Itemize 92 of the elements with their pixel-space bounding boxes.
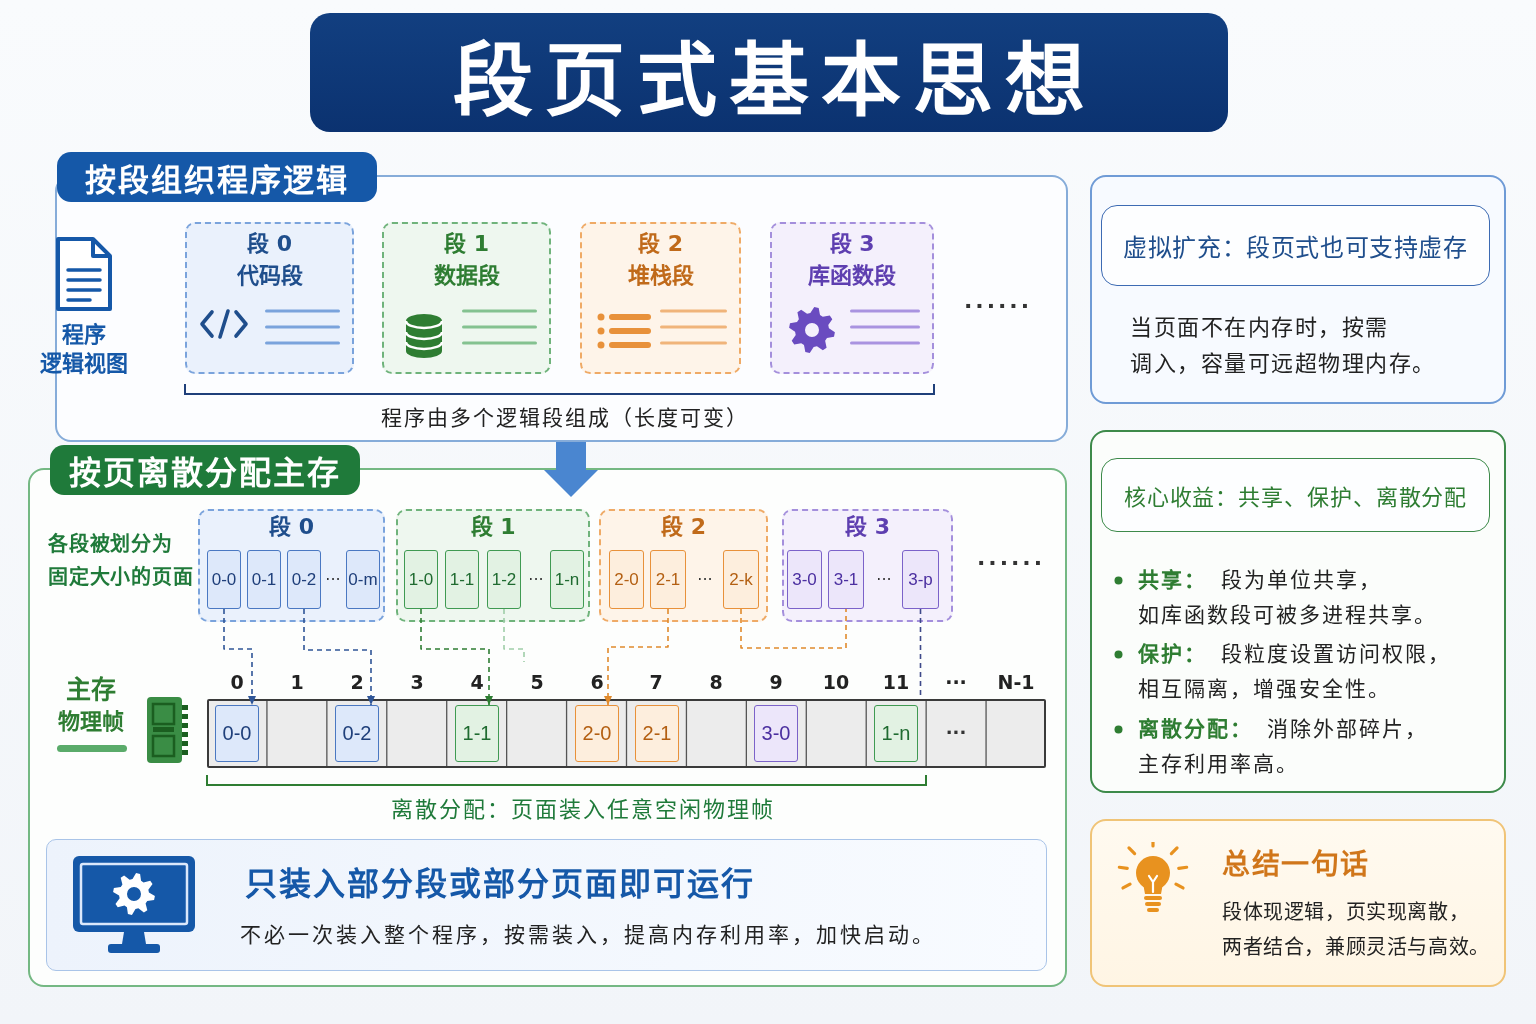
- segment-title: 段 0: [269, 513, 314, 541]
- heading-box: 虚拟扩充：段页式也可支持虚存: [1101, 205, 1490, 286]
- segment-group: [782, 509, 953, 622]
- segment-card: [185, 222, 354, 374]
- ellipsis: ···: [697, 569, 713, 591]
- bullet-text: 保护：段粒度设置访问权限，相互隔离，增强安全性。: [1138, 641, 1452, 703]
- note-text: 各段被划分为固定大小的页面: [48, 531, 194, 591]
- dashed-arrow: [303, 608, 375, 706]
- page-tile: 1-n: [550, 550, 584, 609]
- heading-box: 核心收益：共享、保护、离散分配: [1101, 458, 1490, 532]
- card-heading: 总结一句话: [1222, 847, 1370, 883]
- frame-number: 9: [769, 670, 783, 695]
- card-text: 当页面不在内存时，按需调入，容量可远超物理内存。: [1130, 314, 1436, 378]
- segment-name: 堆栈段: [627, 262, 694, 290]
- page-tile: 1-0: [404, 550, 438, 609]
- dashed-arrow: [604, 608, 669, 706]
- page-tile: 2-1: [635, 705, 679, 762]
- segment-card: [770, 222, 934, 374]
- segment-title: 段 0: [247, 230, 292, 258]
- caption: 离散分配：页面装入任意空闲物理帧: [391, 796, 775, 824]
- segment-group: [198, 509, 385, 622]
- page-tile: 0-1: [247, 550, 281, 609]
- frame-number: 2: [350, 670, 364, 695]
- info-card: [46, 839, 1047, 971]
- page-tile: 1-2: [487, 550, 521, 609]
- frame-number: 10: [822, 670, 850, 695]
- dashed-arrow: [223, 608, 256, 706]
- segment-title: 段 2: [638, 230, 683, 258]
- dashed-arrow: [420, 608, 493, 706]
- side-card: [1090, 175, 1506, 404]
- page-tile: 3-p: [902, 550, 939, 609]
- icon-caption: 程序逻辑视图: [40, 321, 128, 378]
- page-tile: 1-1: [445, 550, 479, 609]
- page-tile: 2-1: [650, 550, 686, 609]
- frame-number: N-1: [997, 670, 1035, 695]
- segment-name: 数据段: [433, 262, 500, 290]
- ellipsis: ······: [976, 549, 1046, 577]
- segment-title: 段 2: [661, 513, 706, 541]
- frame-number: 5: [530, 670, 544, 695]
- segment-title: 段 1: [444, 230, 489, 258]
- bullet-text: 共享：段为单位共享，如库函数段可被多进程共享。: [1138, 567, 1438, 629]
- summary-card: [1090, 819, 1506, 987]
- ellipsis: ···: [528, 569, 544, 591]
- title-banner: 段页式基本思想: [310, 13, 1228, 132]
- page-tile: 0-m: [346, 550, 380, 609]
- dashed-line: [740, 608, 847, 649]
- frame-number: 6: [590, 670, 604, 695]
- page-tile: 2-0: [609, 550, 644, 609]
- frame-number: 3: [410, 670, 424, 695]
- segment-card: [580, 222, 741, 374]
- section-heading: 按页离散分配主存: [50, 445, 360, 495]
- memory-label: 主存物理帧: [57, 674, 125, 736]
- bullet-text: 离散分配：消除外部碎片，主存利用率高。: [1138, 716, 1429, 778]
- page-tile: 3-0: [787, 550, 822, 609]
- section-heading: 按段组织程序逻辑: [57, 152, 377, 202]
- card-text: 不必一次装入整个程序，按需装入，提高内存利用率，加快启动。: [239, 921, 936, 949]
- ellipsis: ···: [325, 569, 341, 591]
- ellipsis: ······: [963, 292, 1033, 320]
- page-tile: 0-2: [287, 550, 321, 609]
- card-text: 段体现逻辑，页实现离散，两者结合，兼顾灵活与高效。: [1222, 899, 1490, 961]
- segment-group: [599, 509, 768, 622]
- caption: 程序由多个逻辑段组成（长度可变）: [381, 405, 749, 432]
- page-tile: 0-0: [207, 550, 241, 609]
- segment-name: 代码段: [236, 262, 303, 290]
- ellipsis: ···: [945, 721, 967, 745]
- page-tile: 1-n: [874, 705, 918, 762]
- frame-number: 7: [649, 670, 663, 695]
- page-tile: 2-0: [575, 705, 619, 762]
- segment-name: 库函数段: [808, 262, 896, 290]
- page-tile: 1-1: [455, 705, 499, 762]
- card-heading: 只装入部分段或部分页面即可运行: [244, 863, 755, 904]
- frame-number: 4: [470, 670, 484, 695]
- ellipsis: ···: [945, 670, 967, 695]
- page-tile: 0-0: [215, 705, 259, 762]
- page-tile: 3-1: [828, 550, 864, 609]
- page-tile: 3-0: [754, 705, 798, 762]
- page-tile: 2-k: [723, 550, 759, 609]
- segment-title: 段 1: [470, 513, 516, 541]
- dashed-line: [503, 608, 525, 663]
- segment-title: 段 3: [829, 230, 875, 258]
- block-arrow: [544, 442, 598, 497]
- frame-number: 8: [709, 670, 723, 695]
- frame-number: 1: [290, 670, 304, 695]
- segment-title: 段 3: [845, 513, 890, 541]
- frame-number: 11: [882, 670, 910, 695]
- segment-card: [382, 222, 551, 374]
- segment-group: [396, 509, 590, 622]
- ellipsis: ···: [876, 569, 892, 591]
- side-card: [1090, 430, 1506, 793]
- page-tile: 0-2: [335, 705, 379, 762]
- memory-strip: [207, 699, 1046, 768]
- frame-number: 0: [230, 670, 244, 695]
